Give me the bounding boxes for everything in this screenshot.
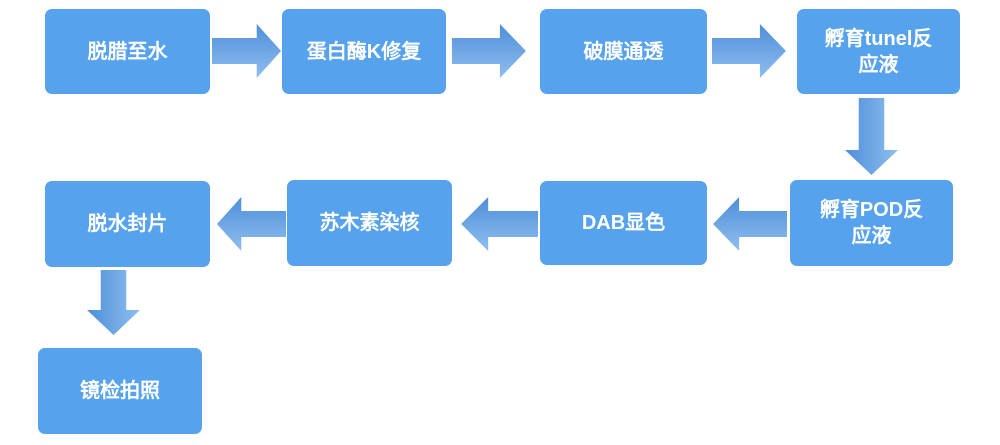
flow-step-pod-incubate: 孵育POD反 应液 bbox=[790, 180, 953, 266]
flow-step-label: 孵育POD反 应液 bbox=[819, 199, 924, 247]
arrow-left-icon bbox=[216, 197, 286, 251]
flow-step-label: 脱腊至水 bbox=[87, 40, 168, 63]
flow-step-label: 孵育tunel反 应液 bbox=[824, 27, 933, 76]
flow-step-permeabilize: 破膜通透 bbox=[540, 9, 707, 94]
arrow-down-icon bbox=[86, 270, 141, 335]
flow-step-microscopy: 镜检拍照 bbox=[38, 348, 202, 434]
flow-step-dab: DAB显色 bbox=[540, 181, 707, 265]
flow-step-dehydrate-mount: 脱水封片 bbox=[45, 181, 210, 267]
arrow-down-icon bbox=[844, 98, 899, 175]
flow-step-tunel-incubate: 孵育tunel反 应液 bbox=[797, 9, 960, 94]
arrow-right-icon bbox=[712, 24, 786, 78]
flow-step-label: 镜检拍照 bbox=[80, 380, 160, 402]
flow-step-hematoxylin: 苏木素染核 bbox=[287, 180, 452, 266]
flow-step-label: 蛋白酶K修复 bbox=[306, 40, 422, 63]
arrow-right-icon bbox=[452, 24, 526, 78]
flow-step-label: 苏木素染核 bbox=[319, 212, 420, 234]
flow-step-label: 脱水封片 bbox=[87, 213, 168, 235]
arrow-left-icon bbox=[713, 197, 787, 251]
arrow-right-icon bbox=[212, 24, 282, 78]
flow-step-proteinase-k: 蛋白酶K修复 bbox=[282, 9, 446, 94]
flow-step-dewax: 脱腊至水 bbox=[45, 9, 210, 94]
arrow-left-icon bbox=[461, 197, 538, 251]
flow-step-label: 破膜通透 bbox=[583, 40, 664, 63]
flow-step-label: DAB显色 bbox=[581, 212, 666, 234]
